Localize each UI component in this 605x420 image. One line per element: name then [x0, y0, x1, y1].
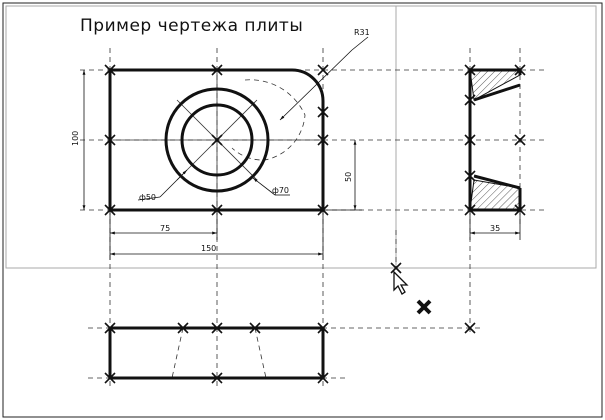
snap-point-marker: [317, 322, 329, 334]
snap-point-marker: [211, 372, 223, 384]
dim-50: 50: [344, 172, 353, 182]
snap-point-marker: [317, 204, 329, 216]
snap-point-marker: [464, 134, 476, 146]
snap-point-marker: [249, 322, 261, 334]
snap-point-marker: [464, 64, 476, 76]
arrow-cursor-icon: [393, 270, 409, 295]
snap-markers: [104, 64, 526, 384]
snap-point-marker: [104, 322, 116, 334]
snap-point-marker: [464, 94, 476, 106]
snap-point-marker: [211, 134, 223, 146]
inner-circle: [180, 103, 254, 177]
snap-point-marker: [464, 170, 476, 182]
dim-75: 75: [160, 224, 170, 233]
snap-point-marker: [177, 322, 189, 334]
snap-point-marker: [464, 322, 476, 334]
dim-d50: ф50: [139, 193, 156, 202]
plate-outline-bottom-view: [108, 326, 325, 380]
outer-circle: [164, 87, 270, 193]
dim-r31: R31: [354, 28, 370, 37]
snap-point-marker: [104, 372, 116, 384]
snap-point-marker: [390, 262, 402, 274]
snap-point-marker: [514, 64, 526, 76]
snap-point-marker: [104, 134, 116, 146]
dim-150: 150: [201, 244, 216, 253]
snap-point-marker: [514, 204, 526, 216]
dim-100: 100: [71, 131, 80, 146]
drawing-title: Пример чертежа плиты: [80, 16, 304, 36]
snap-point-marker: [317, 64, 329, 76]
x-marker-icon: [416, 299, 432, 315]
snap-point-marker: [104, 204, 116, 216]
snap-point-marker: [211, 322, 223, 334]
snap-point-marker: [317, 106, 329, 118]
dim-d70: ф70: [272, 186, 289, 195]
dimension-lines: [82, 36, 521, 260]
snap-point-marker: [317, 134, 329, 146]
snap-point-marker: [104, 64, 116, 76]
dim-35: 35: [490, 224, 500, 233]
snap-point-marker: [464, 204, 476, 216]
plate-outline-main-view: [108, 68, 325, 212]
snap-point-marker: [211, 204, 223, 216]
viewport-frames: [5, 5, 597, 269]
snap-point-marker: [211, 64, 223, 76]
snap-point-marker: [317, 372, 329, 384]
snap-point-marker: [514, 134, 526, 146]
